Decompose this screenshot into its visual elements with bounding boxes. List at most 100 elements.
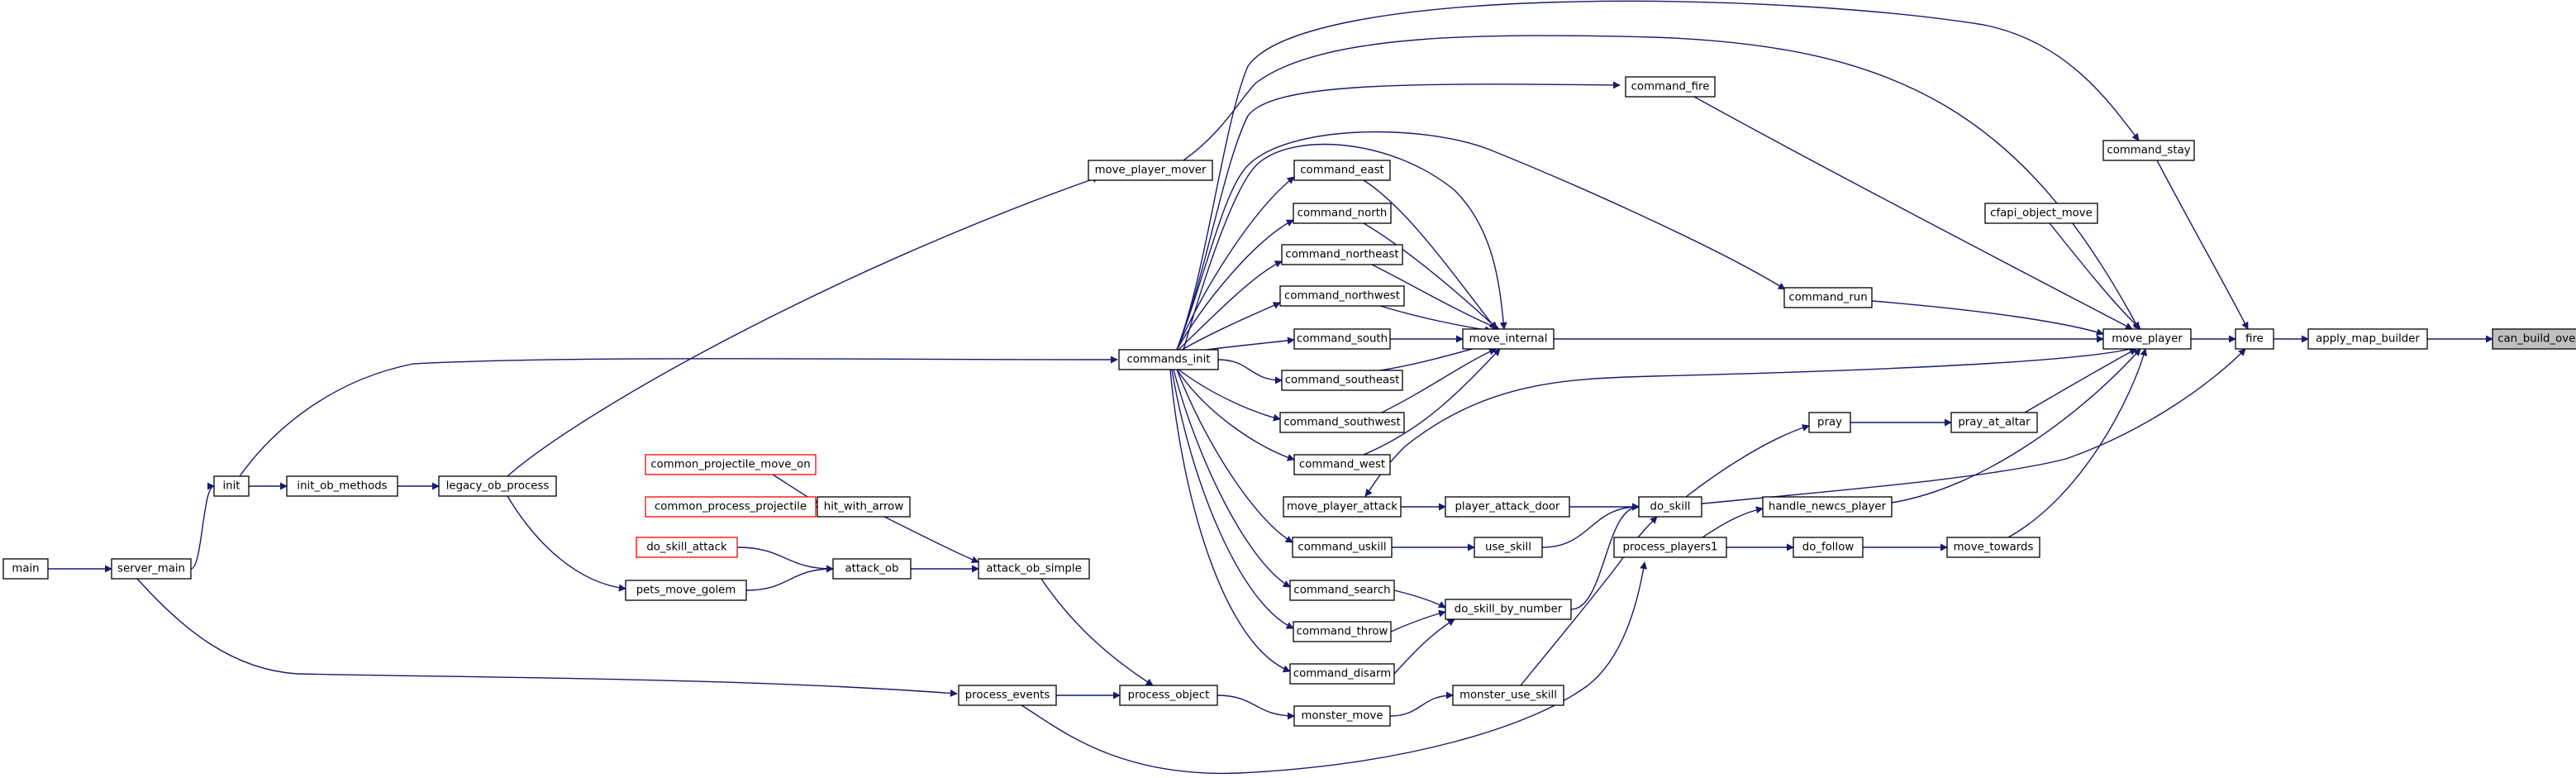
node-process-players1[interactable]: process_players1 bbox=[1613, 537, 1727, 558]
node-label: command_disarm bbox=[1293, 668, 1391, 680]
node-use-skill[interactable]: use_skill bbox=[1474, 537, 1543, 558]
node-command-search[interactable]: command_search bbox=[1289, 580, 1395, 601]
node-command-fire[interactable]: command_fire bbox=[1625, 76, 1716, 98]
node-box bbox=[636, 537, 738, 558]
node-pray-at-altar[interactable]: pray_at_altar bbox=[1950, 412, 2038, 433]
node-command-northwest[interactable]: command_northwest bbox=[1279, 285, 1405, 307]
node-fire[interactable]: fire bbox=[2235, 328, 2274, 350]
node-do-follow[interactable]: do_follow bbox=[1793, 537, 1864, 558]
node-cfapi-object-move[interactable]: cfapi_object_move bbox=[1984, 203, 2098, 224]
edge-pray_at_altar-to-move_player bbox=[2024, 348, 2137, 413]
node-box bbox=[1638, 496, 1702, 518]
node-label: command_stay bbox=[2107, 145, 2190, 157]
node-move-player-attack[interactable]: move_player_attack bbox=[1283, 496, 1402, 518]
node-do-skill-by-number[interactable]: do_skill_by_number bbox=[1445, 599, 1572, 620]
node-box bbox=[1289, 663, 1395, 685]
edge-command_search-to-do_skill_by_number bbox=[1393, 589, 1446, 609]
node-legacy-ob-process[interactable]: legacy_ob_process bbox=[438, 475, 557, 497]
node-box bbox=[1118, 349, 1219, 370]
node-command-northeast[interactable]: command_northeast bbox=[1281, 244, 1403, 265]
node-label: process_events bbox=[965, 690, 1050, 702]
edge-do_skill_attack-to-attack_ob bbox=[736, 547, 834, 573]
edge-process_players1-to-handle_newcs_player bbox=[1702, 506, 1764, 538]
node-can-build-over[interactable]: can_build_over bbox=[2492, 328, 2576, 350]
node-monster-use-skill[interactable]: monster_use_skill bbox=[1452, 685, 1564, 706]
node-commands-init[interactable]: commands_init bbox=[1118, 349, 1219, 370]
node-command-east[interactable]: command_east bbox=[1293, 160, 1391, 181]
node-init-ob-methods[interactable]: init_ob_methods bbox=[286, 475, 398, 497]
edge-command_throw-to-do_skill_by_number bbox=[1390, 609, 1446, 632]
node-box bbox=[1445, 496, 1570, 518]
node-box bbox=[2492, 328, 2576, 350]
edge-command_east-to-move_internal bbox=[1363, 179, 1497, 330]
node-label: command_run bbox=[1788, 292, 1867, 304]
node-label: command_search bbox=[1293, 585, 1390, 597]
node-label: pets_move_golem bbox=[636, 585, 736, 597]
node-apply-map-builder[interactable]: apply_map_builder bbox=[2307, 328, 2428, 350]
edge-command_fire-to-move_player bbox=[1693, 96, 2133, 330]
node-label: monster_move bbox=[1301, 710, 1383, 723]
node-server-main[interactable]: server_main bbox=[111, 558, 192, 580]
node-command-uskill[interactable]: command_uskill bbox=[1292, 537, 1393, 558]
node-box bbox=[1808, 412, 1851, 433]
node-init[interactable]: init bbox=[213, 475, 250, 497]
node-move-player-mover[interactable]: move_player_mover bbox=[1088, 160, 1213, 181]
node-monster-move[interactable]: monster_move bbox=[1293, 705, 1391, 727]
node-label: attack_ob bbox=[845, 563, 899, 575]
node-move-internal[interactable]: move_internal bbox=[1462, 328, 1555, 350]
node-command-stay[interactable]: command_stay bbox=[2102, 140, 2195, 161]
node-pray[interactable]: pray bbox=[1808, 412, 1851, 433]
node-command-west[interactable]: command_west bbox=[1293, 454, 1391, 475]
node-move-player[interactable]: move_player bbox=[2102, 328, 2192, 350]
node-pets-move-golem[interactable]: pets_move_golem bbox=[625, 580, 747, 601]
node-process-events[interactable]: process_events bbox=[958, 685, 1057, 706]
node-move-towards[interactable]: move_towards bbox=[1946, 537, 2040, 558]
node-box bbox=[1625, 76, 1716, 98]
node-main[interactable]: main bbox=[2, 558, 49, 580]
node-label: monster_use_skill bbox=[1459, 690, 1557, 702]
edge-monster_use_skill-to-do_skill bbox=[1520, 516, 1658, 686]
node-box bbox=[1946, 537, 2040, 558]
node-command-run[interactable]: command_run bbox=[1783, 287, 1873, 308]
edge-command_stay-to-fire bbox=[2156, 160, 2249, 330]
node-attack-ob[interactable]: attack_ob bbox=[832, 558, 912, 580]
node-command-south[interactable]: command_south bbox=[1293, 328, 1391, 350]
node-handle-newcs-player[interactable]: handle_newcs_player bbox=[1762, 496, 1893, 518]
node-do-skill-attack[interactable]: do_skill_attack bbox=[636, 537, 738, 558]
node-box bbox=[2, 558, 49, 580]
node-label: command_fire bbox=[1631, 81, 1710, 93]
node-common-process-projectile[interactable]: common_process_projectile bbox=[645, 496, 817, 518]
node-command-north[interactable]: command_north bbox=[1293, 203, 1392, 224]
node-do-skill[interactable]: do_skill bbox=[1638, 496, 1702, 518]
node-label: common_projectile_move_on bbox=[650, 459, 810, 471]
node-command-southwest[interactable]: command_southwest bbox=[1279, 412, 1405, 433]
node-label: apply_map_builder bbox=[2316, 333, 2420, 346]
edge-command_north-to-move_internal bbox=[1363, 222, 1498, 330]
node-box bbox=[1088, 160, 1213, 181]
edge-commands_init-to-command_southwest bbox=[1178, 369, 1281, 422]
edge-use_skill-to-do_skill bbox=[1541, 503, 1640, 548]
node-command-disarm[interactable]: command_disarm bbox=[1289, 663, 1395, 685]
node-box bbox=[1445, 599, 1572, 620]
edge-command_southwest-to-move_internal bbox=[1379, 348, 1497, 414]
node-box bbox=[1793, 537, 1864, 558]
edge-move_player-to-move_player_attack bbox=[1364, 348, 2131, 497]
node-command-southeast[interactable]: command_southeast bbox=[1281, 370, 1403, 391]
node-label: pray_at_altar bbox=[1958, 417, 2031, 429]
node-command-throw[interactable]: command_throw bbox=[1293, 621, 1392, 642]
node-box bbox=[1613, 537, 1727, 558]
node-box bbox=[1292, 537, 1393, 558]
node-box bbox=[111, 558, 192, 580]
node-common-projectile-move-on[interactable]: common_projectile_move_on bbox=[645, 454, 817, 475]
node-player-attack-door[interactable]: player_attack_door bbox=[1445, 496, 1570, 518]
node-hit-with-arrow[interactable]: hit_with_arrow bbox=[817, 496, 911, 518]
node-box bbox=[1293, 454, 1391, 475]
node-process-object[interactable]: process_object bbox=[1119, 685, 1218, 706]
node-label: init_ob_methods bbox=[297, 480, 387, 493]
edge-commands_init-to-command_west bbox=[1176, 369, 1295, 461]
node-box bbox=[645, 496, 817, 518]
node-box bbox=[2307, 328, 2428, 350]
edge-cfapi_object_move-to-move_player bbox=[2049, 222, 2141, 330]
node-attack-ob-simple[interactable]: attack_ob_simple bbox=[978, 558, 1090, 580]
